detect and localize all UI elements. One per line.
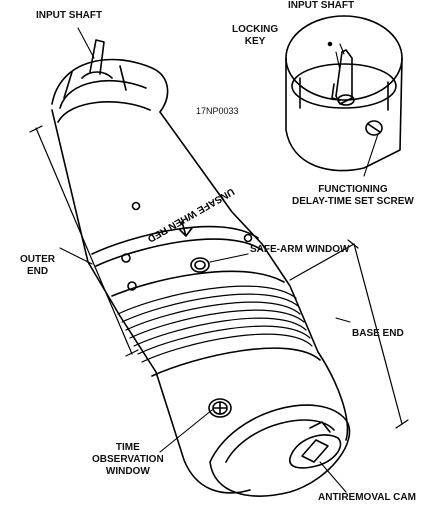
outer-end-label: OUTER END: [20, 254, 55, 278]
fuze-body: [51, 39, 351, 497]
locking-key-line1: LOCKING: [232, 24, 279, 35]
input-shaft-label-left: INPUT SHAFT: [36, 10, 103, 21]
arrow-icon: [179, 221, 193, 237]
input-shaft-label-right: INPUT SHAFT: [288, 0, 355, 11]
safe-arm-window-label: SAFE-ARM WINDOW: [250, 244, 350, 255]
functioning-screw-line2: DELAY-TIME SET SCREW: [292, 196, 414, 207]
outer-end-line2: END: [26, 266, 49, 277]
antiremoval-cam: [289, 421, 342, 469]
base-end-bracket: [289, 239, 409, 429]
tow-line2: OBSERVATION: [92, 454, 164, 465]
outer-end-bracket: [29, 125, 139, 357]
outer-end-line1: OUTER: [20, 254, 55, 265]
inset-input-shaft: [335, 49, 353, 105]
locking-key: [331, 83, 341, 101]
time-observation-window: [208, 398, 232, 418]
functioning-screw-line1: FUNCTIONING: [318, 184, 388, 195]
thread-rings: [117, 285, 313, 363]
tow-line1: TIME: [115, 442, 140, 453]
antiremoval-cam-label: ANTIREMOVAL CAM: [318, 492, 416, 503]
functioning-screw-label: FUNCTIONING DELAY-TIME SET SCREW: [292, 184, 414, 208]
tow-line3: WINDOW: [105, 466, 150, 477]
unsafe-when-red-text: UNSAFE WHEN RED: [145, 185, 236, 244]
leader-lines: [59, 27, 379, 493]
input-shaft: [89, 39, 105, 75]
locking-key-line2: KEY: [244, 36, 266, 47]
inset-view: [285, 15, 403, 172]
time-observation-window-label: TIME OBSERVATION WINDOW: [92, 442, 164, 478]
safe-arm-window: [190, 257, 210, 273]
locking-key-label: LOCKING KEY: [232, 24, 278, 48]
base-end-label: BASE END: [352, 328, 404, 339]
figure-id: 17NP0033: [196, 106, 239, 116]
delay-time-set-screw: [365, 120, 383, 136]
